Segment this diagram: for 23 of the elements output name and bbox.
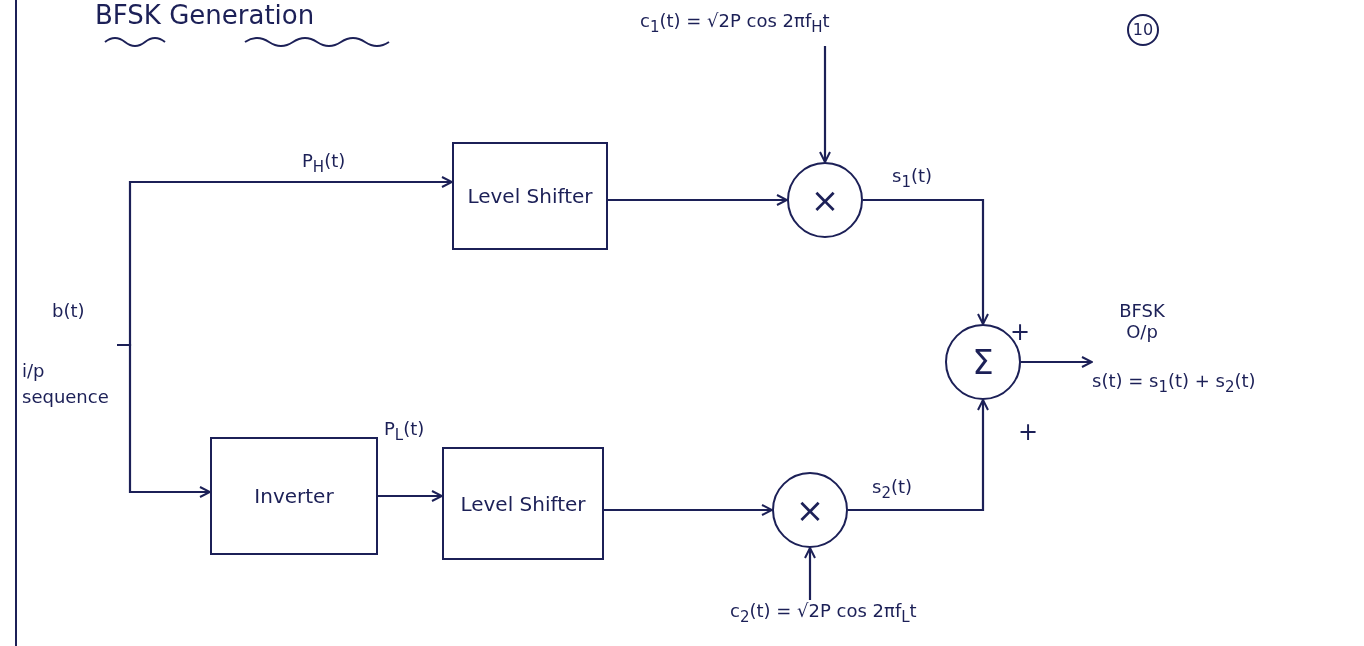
- input-label: i/p sequence: [22, 359, 110, 409]
- title: BFSK Generation: [95, 0, 315, 30]
- arrow: [604, 504, 773, 516]
- signal-formula: c$_{2}$(t) = √2P cos 2πf$_{L}$t: [730, 600, 1050, 636]
- multiplier-circle: ×: [772, 472, 848, 548]
- signal-formula: c$_{1}$(t) = √2P cos 2πf$_{H}$t: [640, 10, 970, 46]
- arrow: [848, 399, 989, 512]
- plus-sign: +: [1018, 418, 1039, 446]
- arrow: [1021, 356, 1093, 368]
- arrow: [608, 194, 788, 206]
- multiplier-circle: ×: [787, 162, 863, 238]
- process-box: Inverter: [210, 437, 378, 555]
- output-formula: s(t) = s$_{1}$(t) + s$_{2}$(t): [1092, 370, 1256, 396]
- arrow: [804, 547, 816, 600]
- page-number: 10: [1127, 14, 1159, 46]
- output-label: BFSK O/p: [1118, 300, 1166, 342]
- signal-label: b(t): [52, 299, 85, 323]
- process-box: Level Shifter: [442, 447, 604, 560]
- arrow: [819, 46, 831, 163]
- arrow: [117, 343, 211, 498]
- arrow: [378, 490, 443, 502]
- arrow: [863, 198, 989, 325]
- process-box: Level Shifter: [452, 142, 608, 250]
